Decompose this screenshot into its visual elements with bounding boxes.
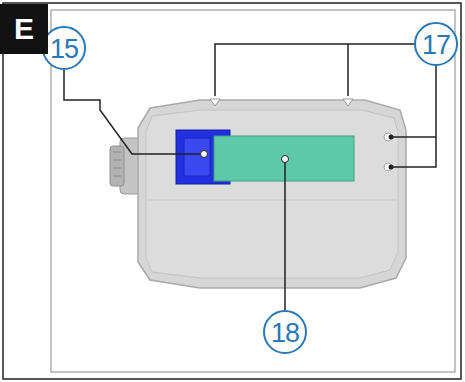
- leader-dot: [282, 156, 289, 163]
- housing-seam: [146, 200, 398, 201]
- leader-bracket: [215, 44, 436, 167]
- panel-letter: E: [0, 4, 48, 54]
- leader-line: [64, 70, 204, 154]
- side-connector: [110, 138, 140, 194]
- notch: [343, 99, 353, 106]
- callout-circle: [43, 27, 85, 69]
- leader-line: [284, 159, 286, 310]
- callout-number: 15: [50, 36, 78, 63]
- callout-number: 17: [422, 32, 450, 59]
- housing-face: [146, 110, 398, 278]
- leader-dot: [389, 165, 394, 170]
- callout-circle: [415, 23, 457, 65]
- leader-dot: [389, 135, 394, 140]
- display: [214, 136, 354, 181]
- callout-circle: [264, 311, 306, 353]
- callout-number: 18: [271, 320, 299, 347]
- inner-frame: [51, 10, 455, 372]
- leader-dot: [201, 151, 208, 158]
- blue-button-face: [184, 138, 210, 176]
- housing: [138, 100, 406, 288]
- outer-frame: [3, 3, 461, 379]
- notch: [210, 99, 220, 106]
